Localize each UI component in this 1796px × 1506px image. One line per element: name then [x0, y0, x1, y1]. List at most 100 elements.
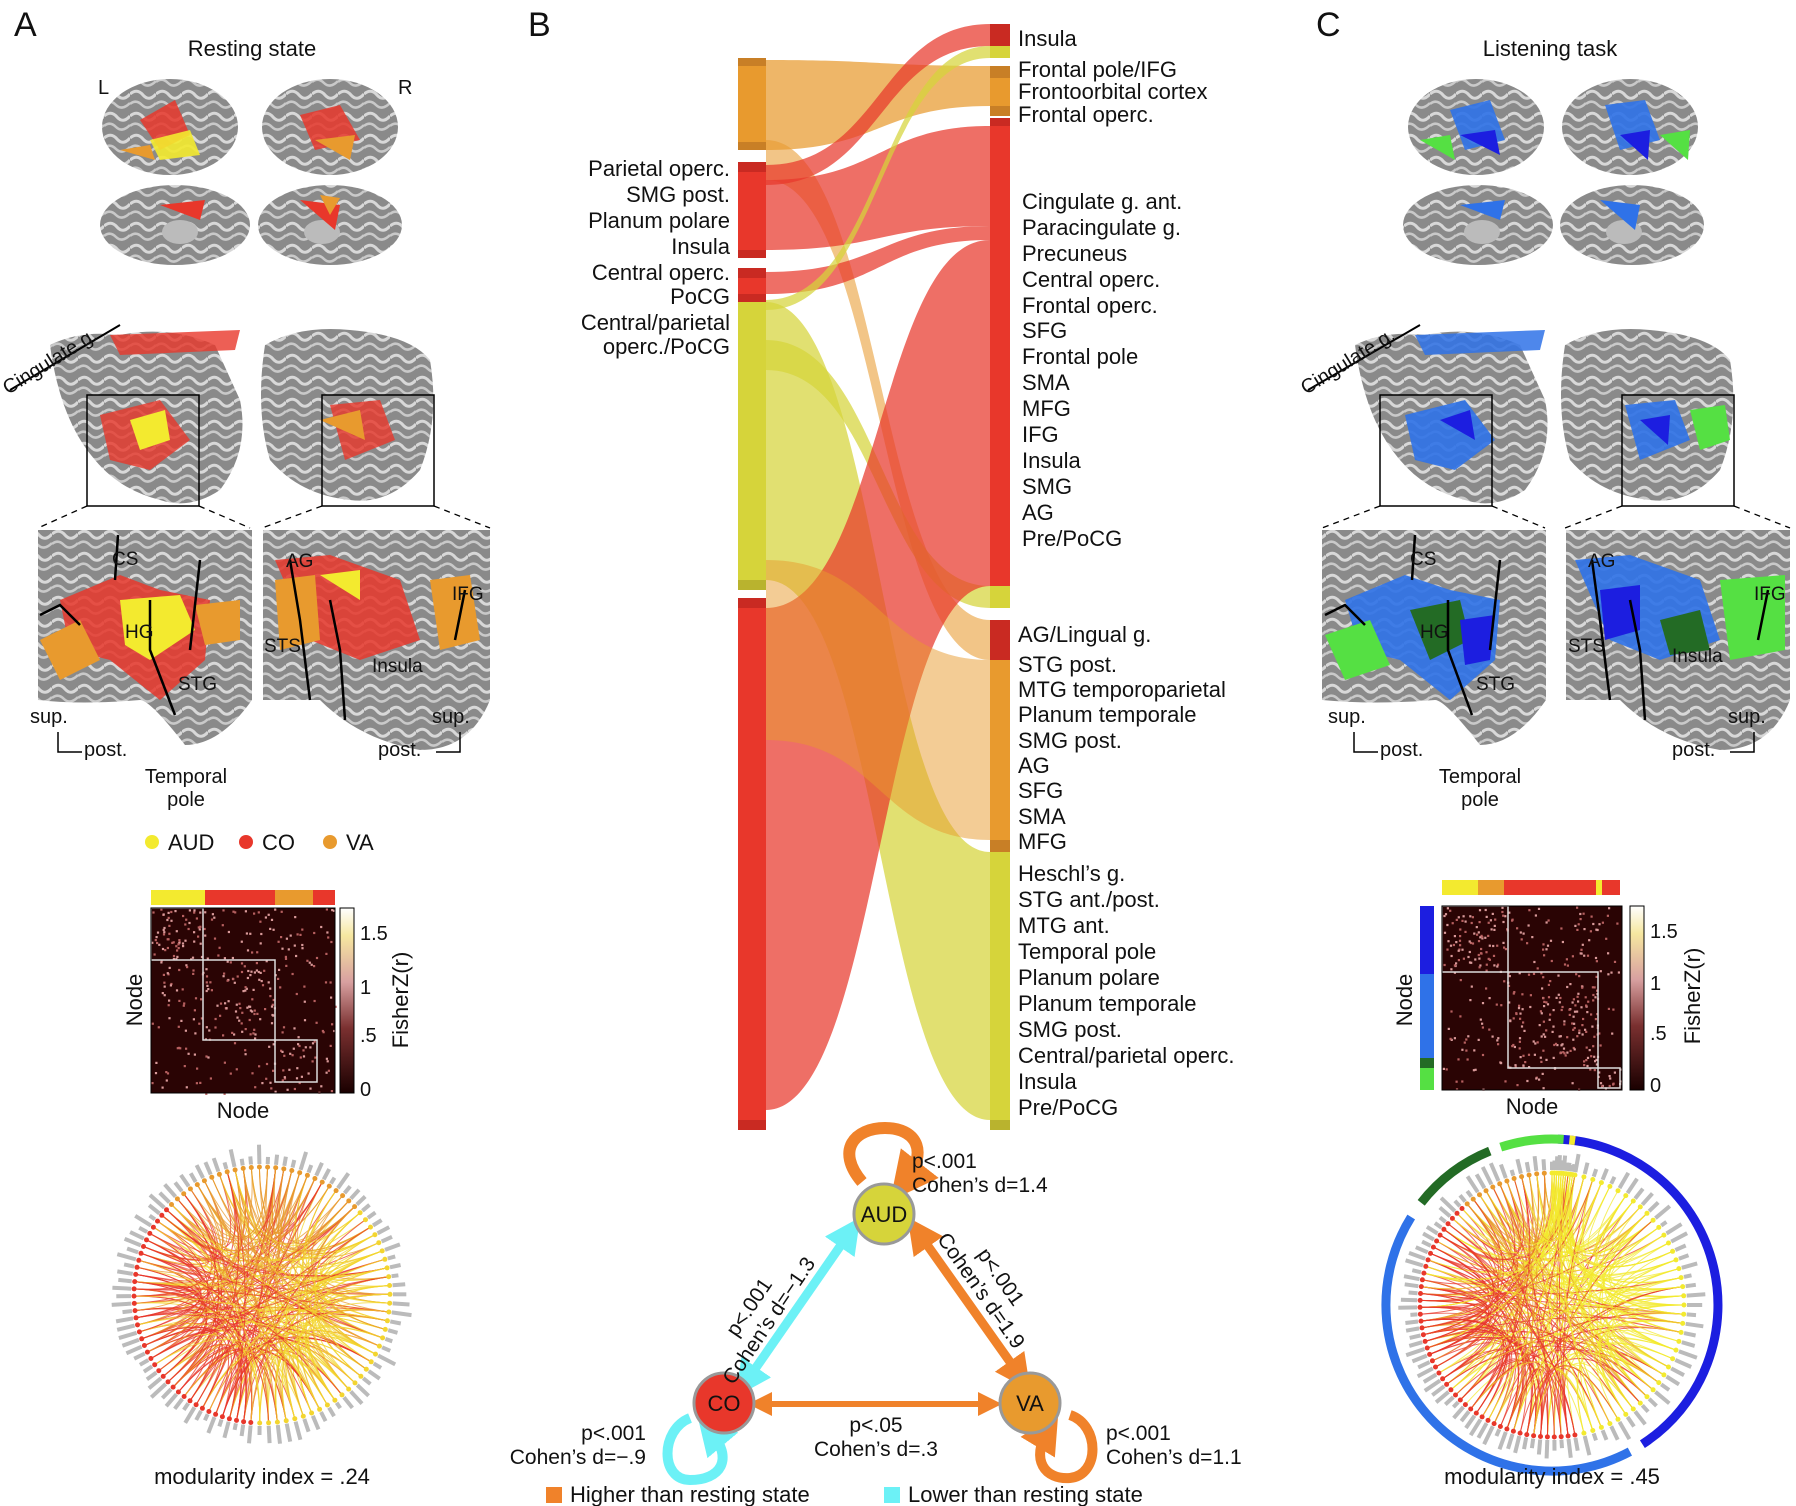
matrix-cell: [1447, 940, 1450, 943]
graph-node: [131, 1286, 137, 1292]
matrix-cell: [254, 1033, 257, 1036]
graph-node: [387, 1283, 393, 1288]
graph-node: [181, 1394, 187, 1399]
cbar-a-tick-4: 0: [360, 1079, 371, 1101]
degree-bar: [314, 1161, 324, 1177]
graph-node: [368, 1359, 374, 1365]
matrix-cell: [1591, 986, 1594, 989]
matrix-cell: [1523, 1029, 1526, 1032]
matrix-cell: [178, 942, 181, 945]
matrix-cell: [1543, 1005, 1546, 1008]
matrix-cell: [1443, 931, 1447, 934]
matrix-cell: [249, 932, 252, 935]
matrix-cell: [304, 1046, 307, 1049]
matrix-cell: [1573, 1048, 1576, 1051]
matrix-cell: [1527, 924, 1530, 927]
matrix-cell: [180, 1019, 183, 1022]
matrix-cell: [205, 975, 209, 978]
connectivity-link: [134, 1308, 253, 1423]
graph-node: [1417, 1297, 1423, 1303]
matrix-cell: [157, 1026, 160, 1029]
matrix-cell: [1453, 964, 1456, 967]
degree-bar: [349, 1188, 361, 1201]
degree-bar: [1438, 1205, 1452, 1218]
matrix-cell: [1563, 963, 1567, 966]
degree-bar: [1416, 1366, 1434, 1379]
connectivity-link: [196, 1184, 330, 1241]
matrix-cell: [187, 1052, 190, 1055]
matrix-cell: [287, 948, 290, 951]
matrix-cell: [176, 1047, 179, 1050]
degree-bar: [123, 1262, 135, 1269]
degree-bar: [148, 1213, 157, 1222]
matrix-cell: [288, 1068, 291, 1071]
degree-bar: [1408, 1251, 1426, 1261]
degree-bar: [147, 1376, 163, 1390]
modularity-c: modularity index = .45: [1444, 1464, 1660, 1489]
matrix-cell: [1480, 947, 1483, 951]
graph-node: [1470, 1196, 1476, 1202]
graph-node: [1497, 1181, 1503, 1187]
degree-bar: [380, 1234, 393, 1244]
matrix-cell: [175, 930, 178, 933]
node-aud: [852, 1182, 916, 1246]
graph-node: [1541, 1170, 1547, 1176]
graph-node: [1676, 1266, 1682, 1272]
matrix-cell: [243, 965, 246, 968]
matrix-cell: [274, 1090, 277, 1093]
matrix-cell: [1562, 1047, 1566, 1050]
graph-node: [379, 1248, 385, 1254]
graph-node: [1644, 1210, 1650, 1216]
va-self-d: Cohen’s d=1.1: [1106, 1446, 1242, 1469]
matrix-cell: [1585, 1030, 1588, 1033]
graph-node: [289, 1168, 295, 1173]
graph-node: [340, 1193, 346, 1199]
matrix-cell: [269, 927, 272, 930]
matrix-cell: [1481, 937, 1484, 940]
matrix-cell: [259, 942, 262, 945]
degree-bar: [376, 1225, 391, 1236]
matrix-cell: [195, 917, 198, 920]
matrix-cell: [163, 981, 166, 984]
right-va-label-4: Planum temporale: [1018, 702, 1197, 727]
matrix-cell: [1469, 941, 1472, 945]
degree-bar: [232, 1423, 238, 1431]
matrix-cell: [205, 981, 208, 984]
connectivity-link: [189, 1349, 230, 1409]
orient-a-right-sup: sup.: [432, 706, 470, 728]
cbar-c-tick-4: 0: [1650, 1075, 1661, 1097]
matrix-cell: [1572, 998, 1575, 1001]
matrix-cell: [1465, 1049, 1468, 1052]
matrix-cell: [1580, 1006, 1583, 1009]
matrix-cell: [320, 1085, 323, 1088]
connectivity-link: [1446, 1345, 1654, 1391]
connectivity-link: [1492, 1186, 1611, 1424]
matrix-cell: [1469, 915, 1472, 918]
matrix-cell: [240, 962, 244, 965]
matrix-cell: [267, 913, 270, 916]
graph-node: [193, 1402, 199, 1408]
matrix-cell: [1590, 1013, 1593, 1016]
matrix-cell: [1506, 928, 1509, 931]
matrix-cell: [241, 1011, 244, 1014]
matrix-cell: [1583, 954, 1586, 957]
matrix-cell: [314, 1056, 317, 1059]
matrix-cell: [1459, 928, 1462, 931]
matrix-cell: [248, 1018, 251, 1022]
degree-bar: [133, 1351, 146, 1361]
degree-bar: [1591, 1168, 1599, 1178]
graph-node: [382, 1326, 388, 1332]
zoom-a-label-stg: STG: [178, 674, 217, 695]
module-ring-arc: [1557, 1134, 1723, 1448]
module-ring-arc: [1417, 1146, 1492, 1206]
zoom-insets-c: CS HG STG AG IFG STS Insula sup. post. s…: [1322, 530, 1790, 811]
left-label-5: Central operc.: [592, 260, 730, 285]
connectivity-link: [1420, 1318, 1519, 1430]
degree-bar: [1670, 1366, 1685, 1377]
zoom-c-label-sts: STS: [1568, 636, 1605, 657]
connectivity-link: [143, 1246, 383, 1339]
matrix-cell: [1457, 1058, 1460, 1061]
degree-bar: [1509, 1169, 1516, 1177]
matrix-cell: [1479, 1018, 1482, 1021]
matrix-cell: [257, 911, 260, 914]
